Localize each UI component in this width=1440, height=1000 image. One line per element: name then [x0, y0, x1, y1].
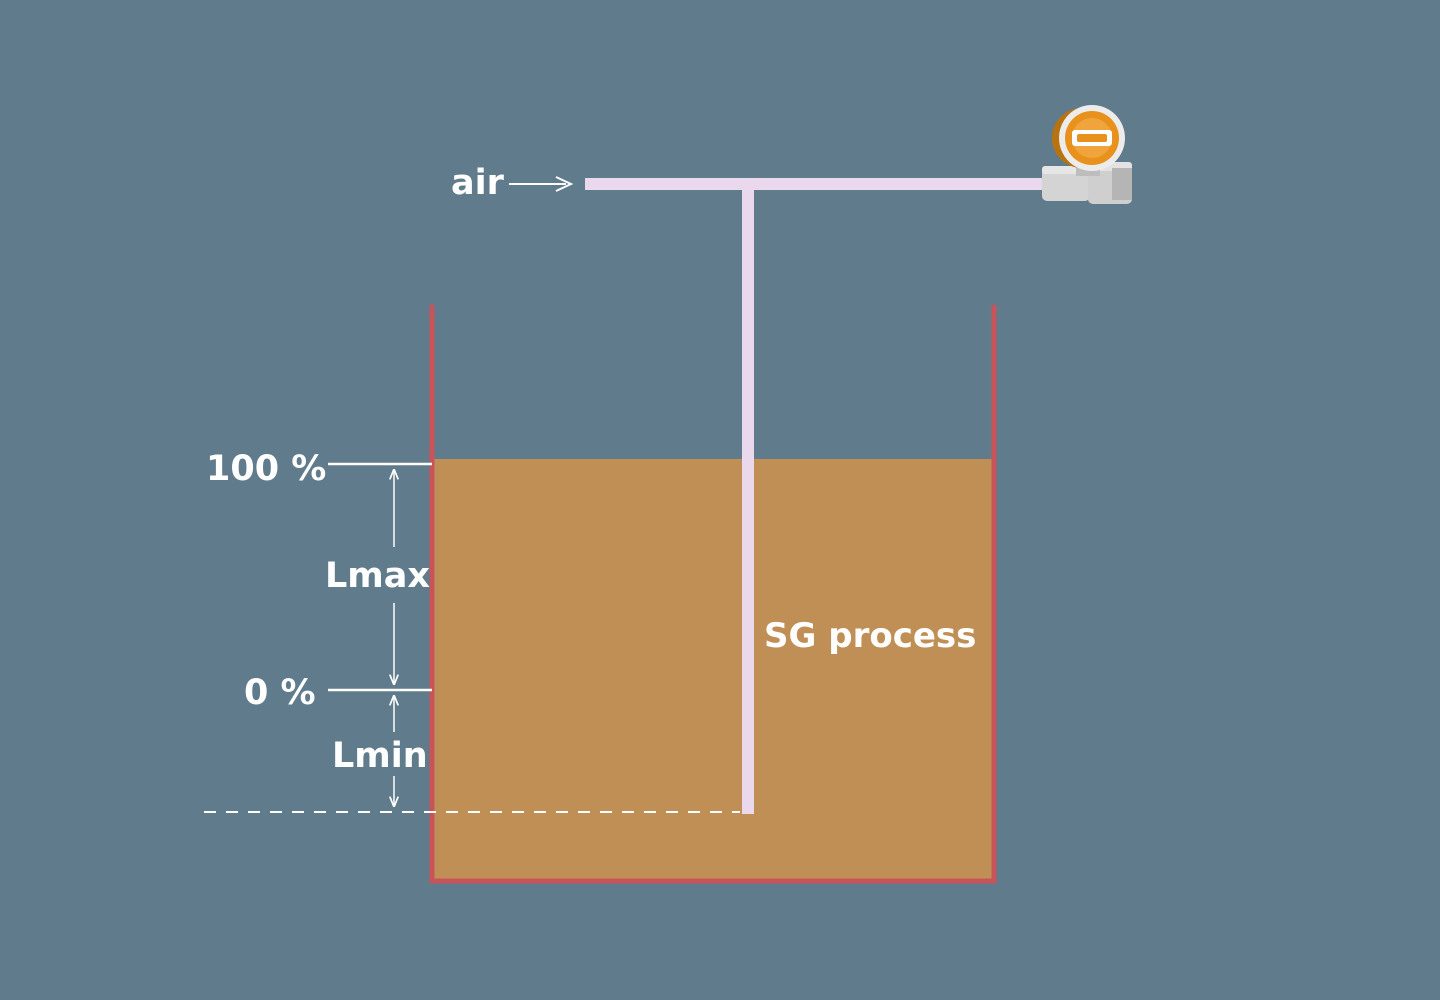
level-100-label: 100 %: [206, 449, 326, 489]
process-liquid: [432, 459, 994, 881]
air-label: air: [451, 163, 505, 203]
level-0-label: 0 %: [244, 673, 316, 713]
dip-tube: [742, 184, 754, 814]
process-label: SG process: [764, 616, 976, 656]
lmin-label: Lmin: [332, 736, 428, 776]
pressure-transmitter-icon: [1042, 105, 1132, 204]
air-supply-pipe: [585, 178, 1055, 190]
tank-walls: [429, 305, 997, 884]
arrow-right-icon: [509, 176, 574, 192]
lmax-label: Lmax: [325, 556, 430, 596]
